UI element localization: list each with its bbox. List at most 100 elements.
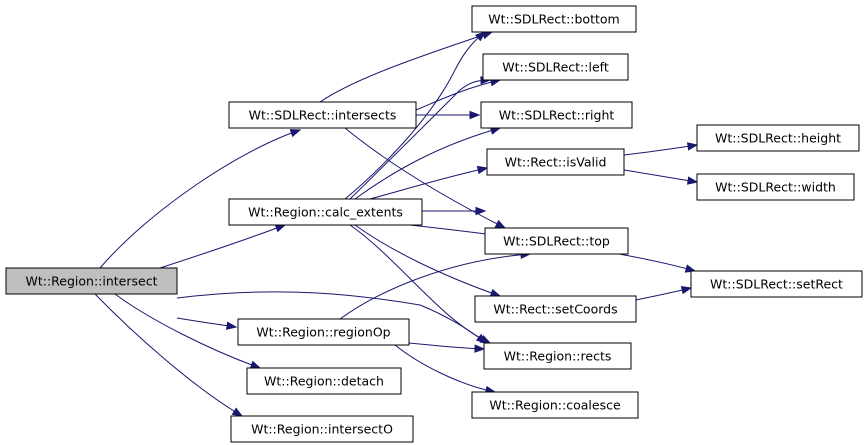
edge-line [415, 79, 501, 111]
edge-root-to-intersects [99, 129, 302, 269]
edge-line [349, 224, 491, 344]
edge-root-to-regionOp [176, 317, 238, 330]
nodes-layer: Wt::Region::intersect Wt::SDLRect::inters… [5, 5, 863, 443]
node-box [471, 391, 639, 419]
edge-line [623, 169, 698, 183]
arrowhead-icon [686, 176, 699, 185]
arrowhead-icon [231, 407, 244, 417]
node-label: Wt::Region::rects [504, 349, 612, 364]
node-setCoords[interactable]: Wt::Rect::setCoords [474, 295, 637, 323]
edges-layer [94, 31, 699, 417]
arrowhead-icon [684, 264, 697, 273]
node-box [486, 148, 625, 176]
node-bottom[interactable]: Wt::SDLRect::bottom [471, 5, 637, 33]
arrowhead-icon [475, 206, 487, 216]
edge-intersects-to-top [344, 127, 507, 229]
node-intersects[interactable]: Wt::SDLRect::intersects [228, 101, 417, 129]
edge-regionOp-to-coalesce [394, 344, 497, 395]
node-label: Wt::Region::coalesce [489, 398, 621, 413]
edge-root-to-intersectO [94, 293, 244, 417]
edge-calc_extents-to-bottom [344, 31, 487, 200]
node-box [471, 5, 637, 33]
node-label: Wt::SDLRect::right [499, 108, 615, 123]
node-rects[interactable]: Wt::Region::rects [483, 342, 632, 370]
arrowhead-icon [476, 165, 489, 175]
node-root[interactable]: Wt::Region::intersect [5, 267, 178, 295]
arrowhead-icon [249, 360, 262, 369]
node-box [483, 342, 632, 370]
node-box [5, 267, 178, 295]
edge-line [344, 31, 486, 200]
node-detach[interactable]: Wt::Region::detach [246, 367, 402, 395]
arrowhead-icon [489, 288, 502, 297]
node-width[interactable]: Wt::SDLRect::width [696, 173, 855, 201]
edge-line [319, 31, 493, 103]
edge-line [339, 253, 531, 320]
node-right[interactable]: Wt::SDLRect::right [480, 101, 633, 129]
edge-isValid-to-height [623, 142, 699, 156]
node-label: Wt::Rect::isValid [505, 155, 607, 170]
node-setRect[interactable]: Wt::SDLRect::setRect [690, 270, 863, 298]
node-intersectO[interactable]: Wt::Region::intersectO [230, 415, 414, 443]
node-label: Wt::SDLRect::width [715, 180, 836, 195]
node-box [230, 415, 414, 443]
edge-line [408, 342, 485, 350]
node-box [246, 367, 402, 395]
node-top[interactable]: Wt::SDLRect::top [484, 227, 629, 255]
node-label: Wt::Region::intersectO [251, 422, 393, 437]
edge-line [94, 293, 243, 417]
arrowhead-icon [225, 321, 238, 330]
node-label: Wt::SDLRect::bottom [488, 12, 619, 27]
edge-line [349, 79, 491, 200]
node-label: Wt::SDLRect::left [502, 60, 609, 75]
node-box [480, 101, 633, 129]
node-coalesce[interactable]: Wt::Region::coalesce [471, 391, 639, 419]
node-box [690, 270, 863, 298]
edge-setCoords-to-setRect [635, 286, 693, 301]
edge-line [114, 293, 261, 369]
node-label: Wt::Region::detach [264, 374, 384, 389]
edge-line [99, 129, 301, 269]
edge-calc_extents-to-setCoords [354, 224, 502, 297]
node-box [696, 124, 860, 152]
arrowhead-icon [474, 31, 487, 42]
node-box [696, 173, 855, 201]
node-height[interactable]: Wt::SDLRect::height [696, 124, 860, 152]
edge-calc_extents-to-isValid [369, 165, 489, 200]
edge-line [159, 224, 286, 269]
arrowhead-icon [274, 224, 287, 233]
edge-root-to-calc_extents [159, 224, 287, 269]
node-label: Wt::SDLRect::setRect [710, 277, 843, 292]
arrowhead-icon [469, 110, 481, 120]
arrowhead-icon [686, 142, 699, 151]
node-box [482, 53, 629, 81]
node-left[interactable]: Wt::SDLRect::left [482, 53, 629, 81]
node-label: Wt::SDLRect::intersects [249, 108, 397, 123]
edge-intersects-to-bottom [319, 31, 494, 103]
node-label: Wt::Rect::setCoords [493, 302, 617, 317]
node-label: Wt::SDLRect::top [503, 234, 610, 249]
node-label: Wt::Region::calc_extents [248, 205, 403, 220]
node-box [237, 318, 410, 346]
node-label: Wt::Region::intersect [25, 274, 157, 289]
node-box [484, 227, 629, 255]
edge-line [354, 224, 501, 297]
node-box [228, 101, 417, 129]
arrowhead-icon [680, 286, 693, 295]
edge-line [369, 167, 488, 200]
arrowhead-icon [494, 219, 507, 229]
node-label: Wt::Region::regionOp [256, 325, 390, 340]
node-label: Wt::SDLRect::height [715, 131, 841, 146]
edge-line [344, 127, 506, 229]
edge-calc_extents-to-right [354, 126, 502, 200]
edge-line [623, 144, 698, 156]
node-box [228, 198, 423, 226]
edge-isValid-to-width [623, 169, 699, 185]
node-isValid[interactable]: Wt::Rect::isValid [486, 148, 625, 176]
node-regionOp[interactable]: Wt::Region::regionOp [237, 318, 410, 346]
node-box [474, 295, 637, 323]
edge-calc_extents-to-top [421, 206, 487, 216]
node-calc_extents[interactable]: Wt::Region::calc_extents [228, 198, 423, 226]
edge-line [394, 344, 496, 393]
